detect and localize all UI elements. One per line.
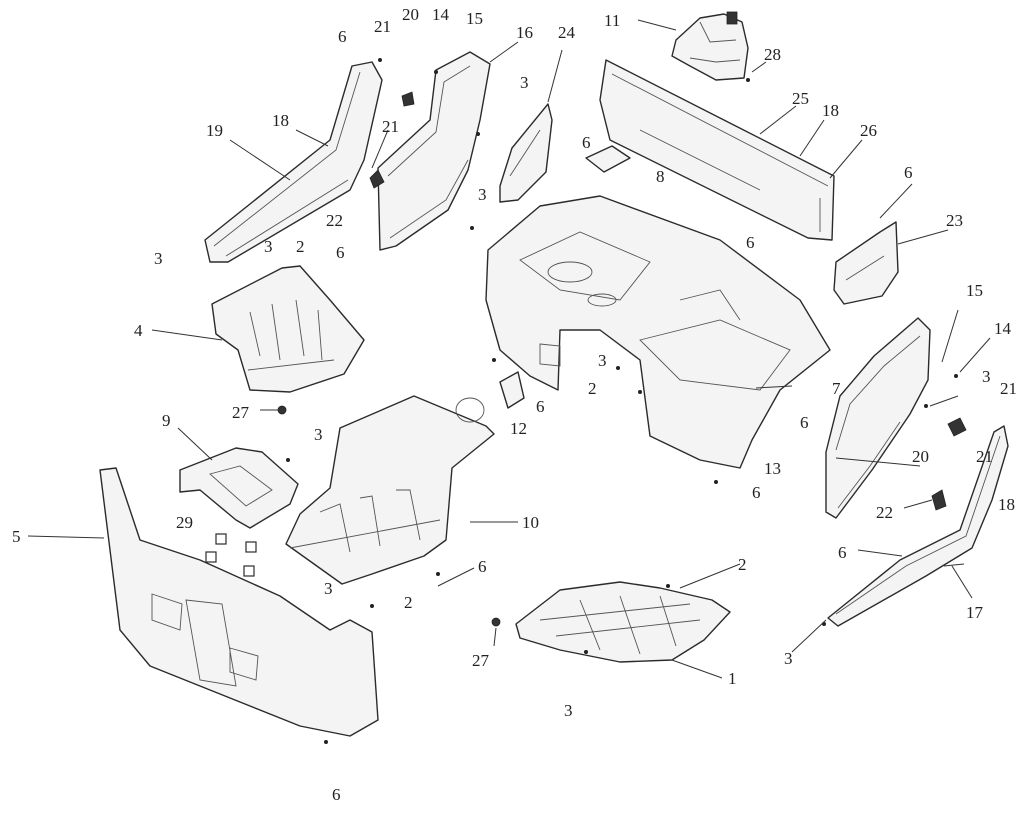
part-1-right-tray [515,581,731,663]
callout-14a: 14 [432,5,450,24]
callout-20a: 20 [402,5,419,24]
callout-18a: 18 [822,101,839,120]
part-24-bracket [499,103,553,203]
part-25-rear-panel [599,59,835,241]
part-13-right-side-panel [825,317,931,519]
callout-13: 13 [764,459,781,478]
callout-3b: 3 [478,185,487,204]
callout-1: 1 [728,669,737,688]
part-27-nut-a [277,405,287,415]
callout-3g: 3 [314,425,323,444]
callout-27a: 27 [232,403,250,422]
callout-17: 17 [966,603,984,622]
callout-25: 25 [792,89,809,108]
part-7-floor-tub [485,195,831,469]
part-16-left-side-panel [377,51,491,251]
callout-7: 7 [832,379,841,398]
callout-23: 23 [946,211,963,230]
callout-6j: 6 [838,543,847,562]
callout-3c: 3 [264,237,273,256]
callout-3i: 3 [784,649,793,668]
callout-4: 4 [134,321,143,340]
callout-21a: 21 [374,17,391,36]
part-23-right-bracket [833,221,899,305]
callout-6f: 6 [536,397,545,416]
callout-28: 28 [764,45,781,64]
callout-2a: 2 [296,237,305,256]
part-19-left-rail [204,61,383,263]
part-12-plate [499,371,525,409]
part-8-plate [585,145,631,173]
part-11-duct [671,11,749,81]
callout-19: 19 [206,121,223,140]
callout-3e: 3 [598,351,607,370]
callout-2c: 2 [738,555,747,574]
callout-9: 9 [162,411,171,430]
callout-29: 29 [176,513,193,532]
part-27-nut-b [491,617,501,627]
callout-22a: 22 [326,211,343,230]
callout-3j: 3 [564,701,573,720]
part-4-left-tray [211,265,365,393]
callout-5: 5 [12,527,21,546]
callout-6d: 6 [336,243,345,262]
part-9-small-tray [179,447,299,529]
callout-6a: 6 [338,27,347,46]
callout-21b: 21 [382,117,399,136]
callout-12: 12 [510,419,527,438]
callout-15a: 15 [466,9,483,28]
callout-27b: 27 [472,651,490,670]
callout-6i: 6 [478,557,487,576]
callout-6h: 6 [752,483,761,502]
fasteners [286,58,958,744]
callout-10: 10 [522,513,539,532]
part-5-front-fascia [99,467,379,737]
callout-22b: 22 [876,503,893,522]
callout-20b: 20 [912,447,929,466]
part-17-right-rail [827,425,1009,627]
callout-3f: 3 [982,367,991,386]
callout-26: 26 [860,121,877,140]
callout-24: 24 [558,23,576,42]
callout-3h: 3 [324,579,333,598]
callout-11: 11 [604,11,620,30]
callout-6g: 6 [800,413,809,432]
part-10-front-floor [285,395,495,585]
callout-3d: 3 [154,249,163,268]
callout-18b: 18 [272,111,289,130]
callout-3a: 3 [520,73,529,92]
callout-14b: 14 [994,319,1012,338]
callout-21d: 21 [976,447,993,466]
callout-2b: 2 [588,379,597,398]
callout-21c: 21 [1000,379,1017,398]
callout-6k: 6 [332,785,341,804]
callout-6b: 6 [582,133,591,152]
callout-15b: 15 [966,281,983,300]
clip-parts [369,91,967,511]
callout-18c: 18 [998,495,1015,514]
leader-lines [27,19,991,679]
callout-16: 16 [516,23,533,42]
callout-labels: 6 21 20 14 15 16 24 11 28 25 18 26 19 18… [12,5,1017,804]
callout-2d: 2 [404,593,413,612]
callout-6e: 6 [746,233,755,252]
callout-8: 8 [656,167,665,186]
part-29-squares [205,533,257,577]
callout-6c: 6 [904,163,913,182]
